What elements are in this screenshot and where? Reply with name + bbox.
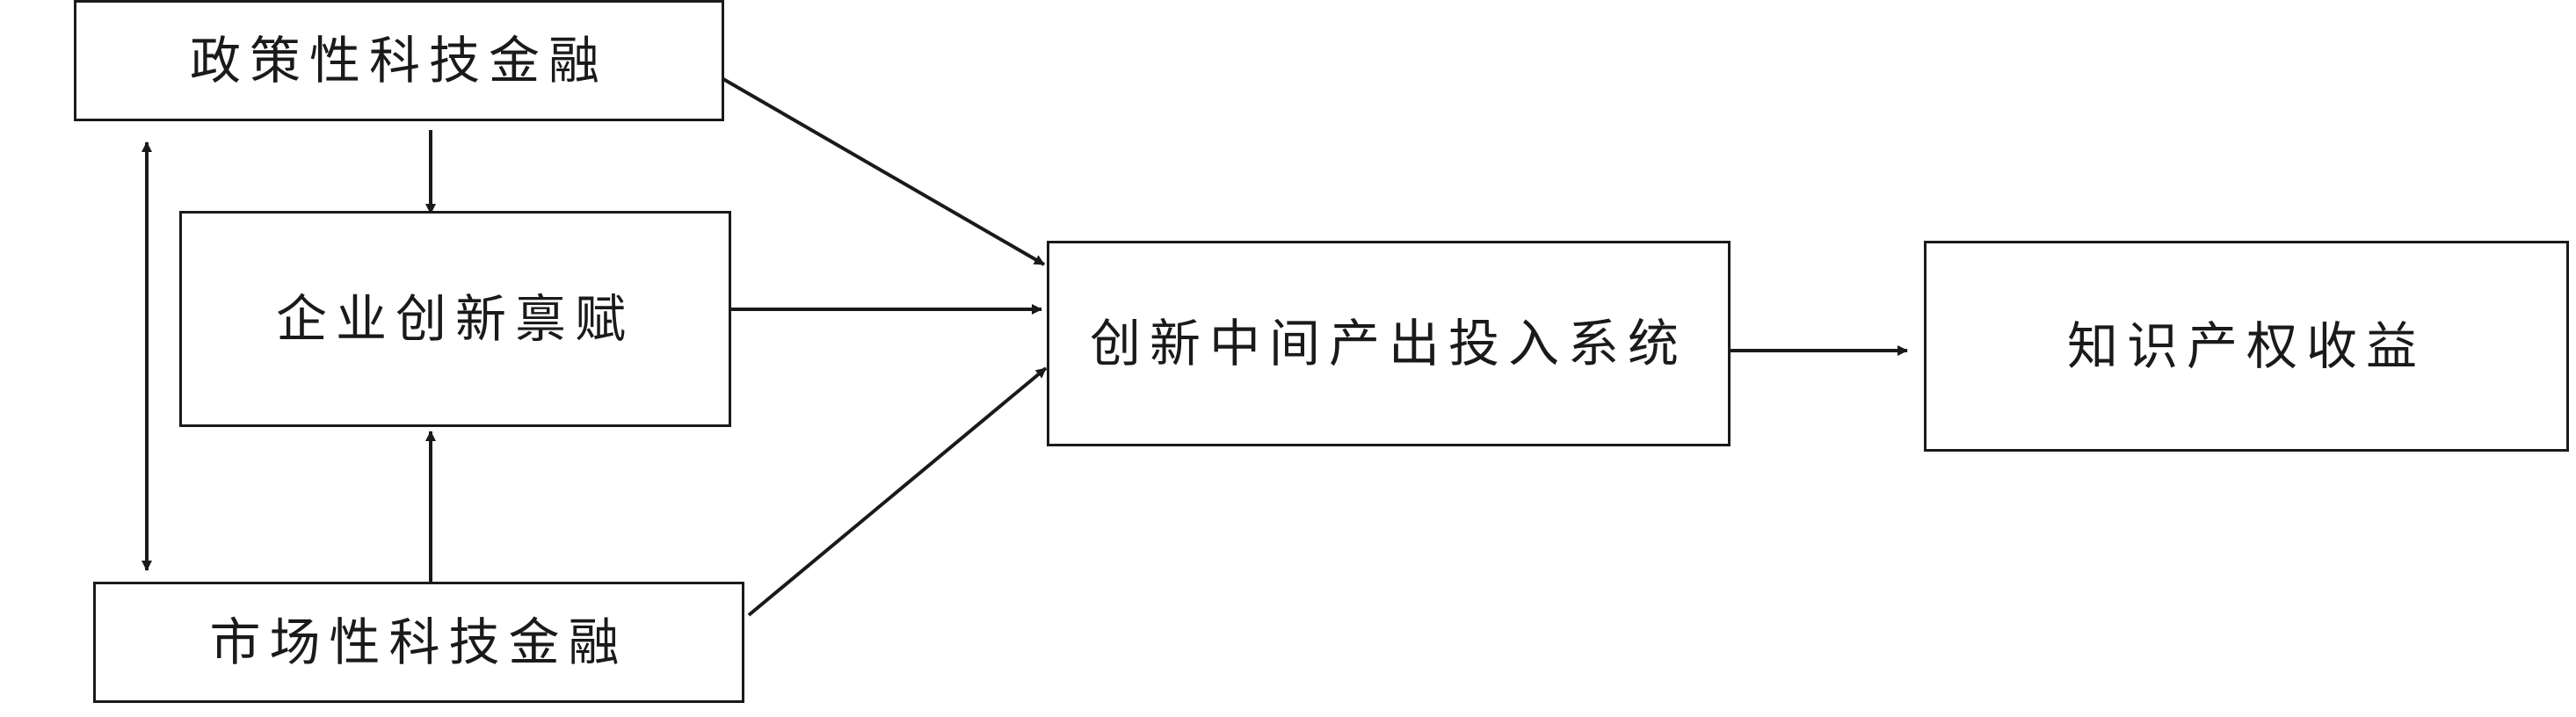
node-enterprise-endowment-label: 企业创新禀赋 (275, 289, 635, 349)
node-innovation-system: 创新中间产出投入系统 (1047, 241, 1731, 446)
arrow-policy-to-system (722, 77, 1046, 266)
node-policy-fintech: 政策性科技金融 (74, 0, 724, 121)
node-market-fintech: 市场性科技金融 (93, 582, 744, 703)
node-market-fintech-label: 市场性科技金融 (209, 612, 628, 672)
arrow-market-to-system (747, 366, 1048, 617)
node-policy-fintech-label: 政策性科技金融 (189, 31, 608, 91)
node-enterprise-endowment: 企业创新禀赋 (179, 211, 731, 427)
node-ip-returns: 知识产权收益 (1924, 241, 2569, 452)
node-ip-returns-label: 知识产权收益 (2066, 316, 2426, 376)
node-innovation-system-label: 创新中间产出投入系统 (1089, 314, 1687, 373)
